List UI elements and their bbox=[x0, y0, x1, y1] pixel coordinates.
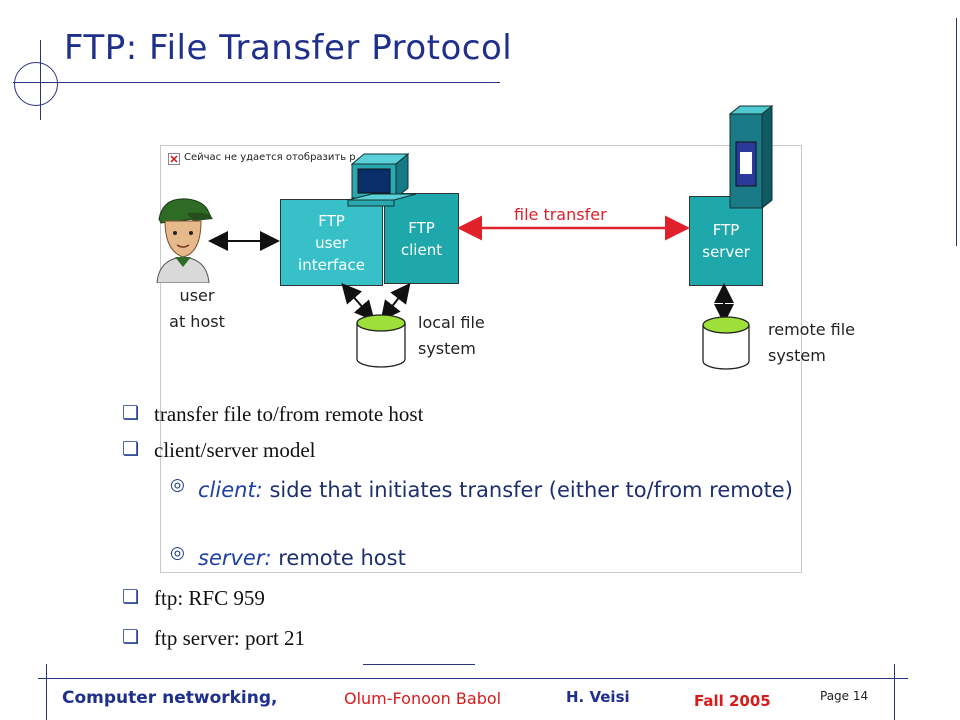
footer-top-line bbox=[363, 664, 475, 665]
remote-file-system-label: remote file system bbox=[768, 320, 856, 365]
footer-institution: Olum-Fonoon Babol bbox=[344, 689, 502, 708]
server-term: server: bbox=[198, 546, 272, 570]
ftp-server-box: FTP server bbox=[689, 196, 763, 286]
square-bullet-icon: ❏ bbox=[122, 438, 140, 460]
local-fs-arrow-left bbox=[341, 282, 375, 322]
remote-database-icon bbox=[702, 316, 750, 370]
title-underline bbox=[13, 82, 500, 83]
footer-line bbox=[38, 678, 908, 679]
client-desc: side that initiates transfer (either to/… bbox=[262, 478, 793, 502]
corner-circle bbox=[14, 62, 58, 106]
bullet-item: ❏ ftp: RFC 959 bbox=[122, 586, 265, 611]
target-bullet-icon: ◎ bbox=[170, 543, 185, 563]
footer-right-tick bbox=[894, 664, 895, 720]
sub-bullet-item: ◎ client: side that initiates transfer (… bbox=[170, 475, 798, 506]
server-tower-icon bbox=[728, 104, 774, 212]
page-title: FTP: File Transfer Protocol bbox=[64, 28, 513, 68]
ftp-client-box: FTP client bbox=[384, 193, 459, 284]
footer-left-tick bbox=[46, 664, 47, 720]
footer-page: Page 14 bbox=[820, 689, 869, 703]
user-avatar-icon bbox=[153, 195, 213, 284]
ftp-user-interface-box: FTP user interface bbox=[280, 199, 383, 286]
right-edge-line bbox=[956, 18, 957, 246]
local-database-icon bbox=[356, 314, 406, 368]
bullet-item: ❏ client/server model bbox=[122, 438, 316, 463]
client-term: client: bbox=[198, 478, 263, 502]
sub-bullet-text: client: side that initiates transfer (ei… bbox=[198, 475, 798, 506]
footer-term: Fall 2005 bbox=[694, 692, 771, 710]
ftp-user-interface-label: FTP user interface bbox=[298, 211, 365, 274]
diagram-frame bbox=[160, 145, 802, 573]
bullet-text: client/server model bbox=[154, 438, 316, 462]
bullet-text: transfer file to/from remote host bbox=[154, 402, 424, 426]
ftp-server-label: FTP server bbox=[702, 221, 750, 261]
file-transfer-label: file transfer bbox=[514, 205, 607, 224]
local-file-system-label: local file system bbox=[418, 313, 485, 358]
ftp-client-label: FTP client bbox=[400, 218, 443, 259]
sub-bullet-text: server: remote host bbox=[198, 543, 406, 574]
target-bullet-icon: ◎ bbox=[170, 475, 185, 495]
square-bullet-icon: ❏ bbox=[122, 402, 140, 424]
bullet-text: ftp server: port 21 bbox=[154, 626, 306, 650]
footer-author: H. Veisi bbox=[566, 688, 630, 706]
user-at-host-label: user at host bbox=[169, 286, 225, 331]
local-fs-arrow-right bbox=[380, 282, 411, 322]
sub-bullet-item: ◎ server: remote host bbox=[170, 543, 406, 574]
computer-icon bbox=[346, 150, 422, 210]
broken-image-caption: Сейчас не удается отобразить рис bbox=[184, 152, 356, 163]
square-bullet-icon: ❏ bbox=[122, 626, 140, 648]
square-bullet-icon: ❏ bbox=[122, 586, 140, 608]
bullet-item: ❏ transfer file to/from remote host bbox=[122, 402, 423, 427]
server-desc: remote host bbox=[271, 546, 406, 570]
bullet-text: ftp: RFC 959 bbox=[154, 586, 265, 610]
broken-image-icon bbox=[168, 153, 180, 165]
footer-course: Computer networking, bbox=[62, 688, 278, 708]
bullet-item: ❏ ftp server: port 21 bbox=[122, 626, 305, 651]
